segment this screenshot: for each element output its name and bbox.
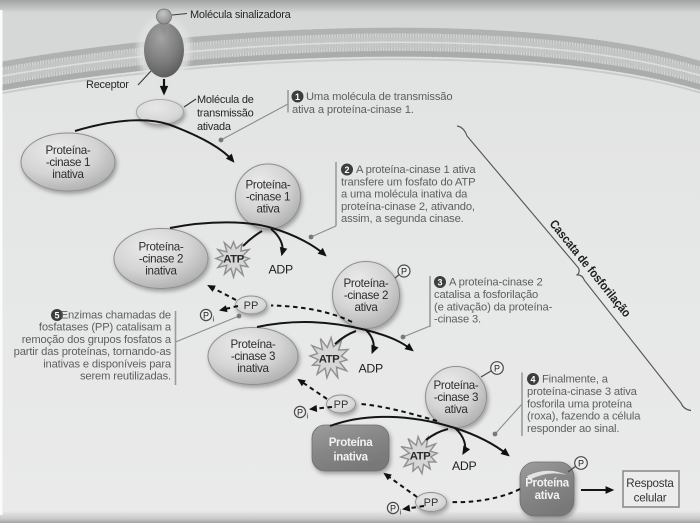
svg-text:ADP: ADP [359,362,383,376]
svg-text:-cinase 3: -cinase 3 [231,350,275,363]
svg-text:PP: PP [244,300,259,312]
svg-text:Proteína-: Proteína- [434,379,479,392]
svg-text:responder ao sinal.: responder ao sinal. [527,423,619,435]
svg-text:ativa: ativa [257,202,281,215]
svg-text:Proteína-: Proteína- [139,241,184,254]
svg-text:-cinase 1: -cinase 1 [246,191,290,204]
svg-text:P: P [578,459,584,469]
svg-text:4: 4 [530,374,535,384]
svg-text:A proteína-cinase 1 ativa: A proteína-cinase 1 ativa [356,164,476,176]
svg-text:5: 5 [54,310,59,320]
svg-text:ADP: ADP [452,459,476,473]
svg-text:P: P [203,310,209,320]
svg-text:PP: PP [334,399,349,411]
svg-text:Proteína-: Proteína- [231,338,276,351]
svg-text:PP: PP [424,497,439,509]
svg-text:Resposta: Resposta [626,477,674,490]
svg-text:ATP: ATP [319,354,340,366]
svg-text:remoção dos grupos fosfatos a: remoção dos grupos fosfatos a [22,334,172,346]
svg-text:-cinase 1: -cinase 1 [46,156,90,169]
svg-text:ativa: ativa [355,301,379,314]
svg-text:Uma molécula de transmissão: Uma molécula de transmissão [306,91,452,103]
svg-text:ATP: ATP [223,254,244,266]
svg-text:ativada: ativada [197,121,232,133]
svg-text:-cinase 2: -cinase 2 [344,289,388,302]
svg-text:i: i [307,414,309,421]
svg-text:Proteína: Proteína [525,478,570,490]
svg-text:P: P [297,407,303,417]
svg-text:Proteína-: Proteína- [246,179,291,192]
svg-text:1: 1 [295,92,300,102]
svg-text:inativa: inativa [52,168,84,181]
svg-text:ativa a proteína-cinase 1.: ativa a proteína-cinase 1. [292,104,414,116]
svg-text:Molécula sinalizadora: Molécula sinalizadora [190,9,292,21]
svg-text:serem reutilizadas.: serem reutilizadas. [80,371,171,383]
svg-text:fosforila uma proteína: fosforila uma proteína [527,398,633,410]
svg-text:proteína-cinase 3 ativa: proteína-cinase 3 ativa [527,386,638,398]
svg-text:P: P [494,364,500,374]
svg-text:P: P [401,266,407,276]
svg-text:-cinase 2: -cinase 2 [139,253,183,266]
svg-text:ativa: ativa [445,403,469,416]
svg-text:(roxa), fazendo a célula: (roxa), fazendo a célula [527,411,641,423]
svg-text:partir das proteínas, tornando: partir das proteínas, tornando-as [14,346,172,358]
svg-text:ATP: ATP [410,451,431,463]
svg-text:proteína-cinase 2, ativando,: proteína-cinase 2, ativando, [341,201,475,213]
svg-text:ativa: ativa [535,490,561,502]
svg-text:assim, a segunda cinase.: assim, a segunda cinase. [341,213,464,225]
svg-text:Finalmente, a: Finalmente, a [542,374,609,386]
svg-text:ADP: ADP [269,263,293,277]
svg-text:catalisa a fosforilação: catalisa a fosforilação [434,289,538,301]
svg-text:P: P [390,503,396,513]
svg-text:(e ativação) da proteína-: (e ativação) da proteína- [434,301,553,313]
svg-text:Proteína-: Proteína- [46,144,91,157]
svg-text:i: i [400,510,402,517]
svg-text:2: 2 [344,165,349,175]
svg-text:inativa: inativa [145,264,177,277]
svg-text:inativas e disponíveis para: inativas e disponíveis para [43,358,172,370]
svg-text:i: i [213,317,215,324]
svg-text:-cinase 3.: -cinase 3. [434,314,481,326]
svg-text:-cinase 3: -cinase 3 [434,391,478,404]
svg-text:a uma molécula inativa da: a uma molécula inativa da [341,189,468,201]
svg-text:Proteína-: Proteína- [344,277,389,290]
svg-text:Proteína: Proteína [329,437,374,449]
svg-text:Molécula de: Molécula de [197,94,254,106]
svg-text:A proteína-cinase 2: A proteína-cinase 2 [449,277,543,289]
svg-text:Enzimas chamadas de: Enzimas chamadas de [61,310,171,322]
svg-text:3: 3 [437,277,442,287]
svg-text:fosfatases (PP) catalisam a: fosfatases (PP) catalisam a [39,322,172,334]
svg-text:transfere um fosfato do ATP: transfere um fosfato do ATP [341,176,475,188]
svg-text:transmissão: transmissão [197,108,254,120]
svg-text:inativa: inativa [237,362,269,375]
svg-text:Receptor: Receptor [86,79,129,91]
svg-text:inativa: inativa [333,452,368,464]
svg-text:celular: celular [634,492,667,505]
